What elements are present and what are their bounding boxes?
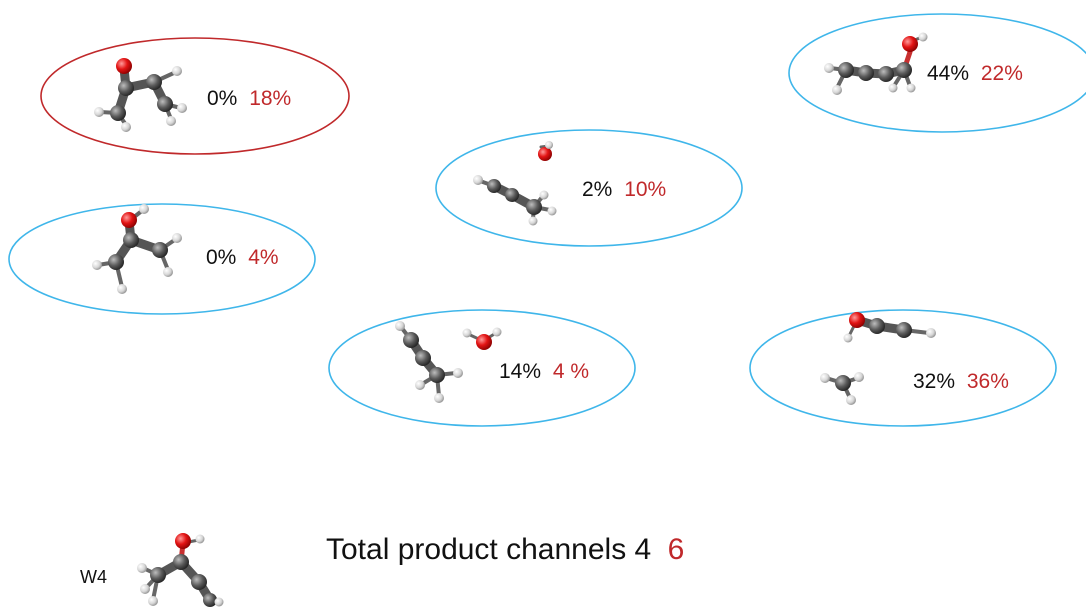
channel-2-oval [8,203,316,315]
acetone-like-molecule-icon [94,58,187,132]
propyne-plus-oh-icon [395,321,502,403]
channel-6: 32% 36% [749,309,1057,427]
channel-3-oval [435,129,743,247]
channel-6-oval [749,309,1057,427]
channel-3: 2% 10% [435,129,743,247]
channel-5-values: 44% 22% [927,62,1023,85]
total-product-channels: Total product channels 4 6 [326,533,684,566]
footer: W4 Total produ [80,533,684,607]
channel-1-oval [40,37,350,155]
channel-4-values: 14% 4 % [499,360,589,383]
w4-label: W4 [80,567,107,587]
ethynol-plus-methyl-icon [820,312,936,405]
allyl-plus-oh-icon [473,141,557,226]
channel-5: 44% 22% [788,13,1086,133]
channel-6-values: 32% 36% [913,370,1009,393]
enol-molecule-icon [92,204,182,294]
channel-4: 14% 4 % [328,309,636,427]
channel-2-values: 0% 4% [206,246,279,269]
w4-molecule-icon [137,533,224,607]
channel-3-values: 2% 10% [582,178,666,201]
channel-2: 0% 4% [8,203,316,315]
propargyl-alcohol-icon [824,32,928,95]
channel-1: 0% 18% [40,37,350,155]
channel-5-oval [788,13,1086,133]
channel-1-values: 0% 18% [207,87,291,110]
channel-4-oval [328,309,636,427]
